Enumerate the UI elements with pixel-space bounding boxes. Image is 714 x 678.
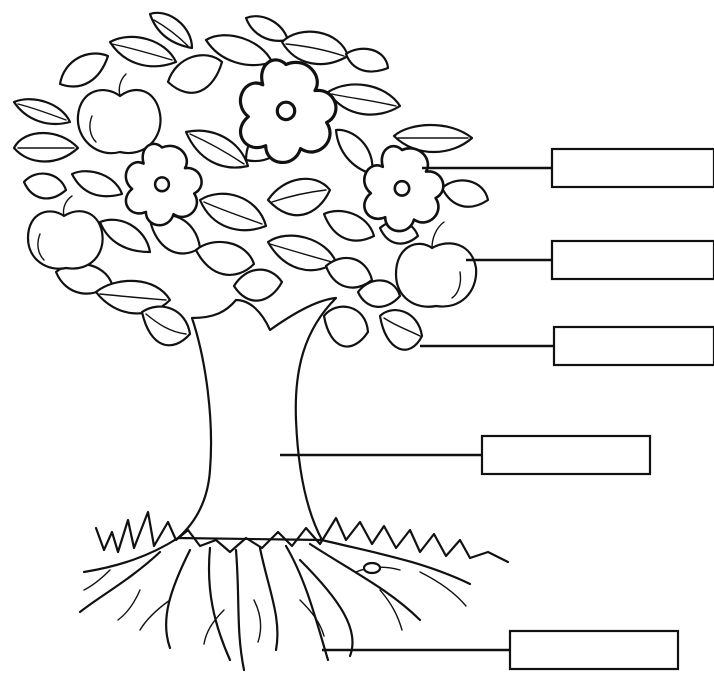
label-boxes [482,149,714,669]
label-box-stem[interactable] [482,436,650,474]
label-box-leaf[interactable] [554,327,714,365]
label-box-flower[interactable] [552,149,714,187]
label-box-fruit[interactable] [552,241,714,279]
apple-left [28,196,103,269]
leader-lines [280,168,554,650]
label-box-root[interactable] [510,631,678,669]
apple-top-left [78,74,161,153]
trunk [178,298,336,540]
